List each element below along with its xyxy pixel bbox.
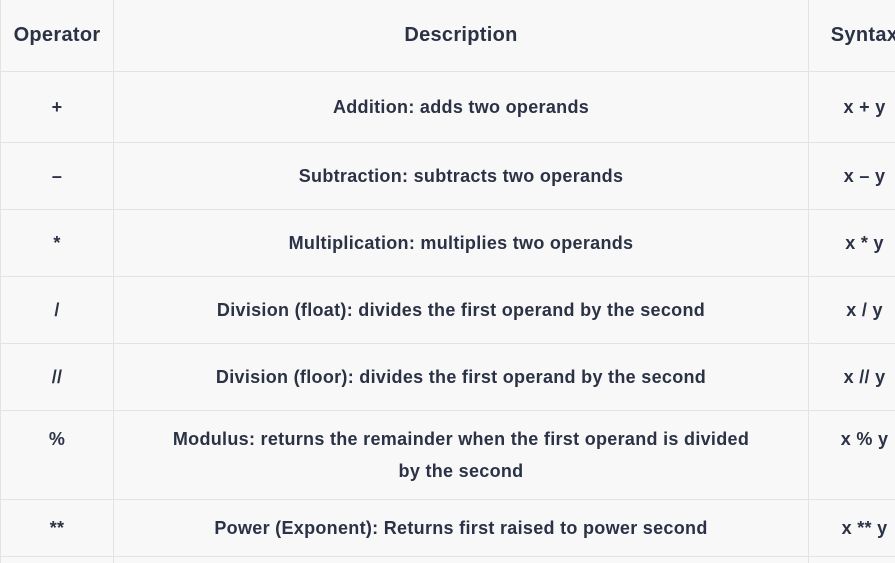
description-line: Power (Exponent): Returns first raised t… — [214, 517, 708, 538]
operator-cell: * — [0, 208, 114, 277]
table-row-modulus: % Modulus: returns the remainder when th… — [0, 409, 895, 500]
syntax-cell: x ** y — [808, 498, 895, 557]
description-cell: Division (floor): divides the first oper… — [113, 342, 809, 411]
table-header-row: Operator Description Syntax — [0, 0, 895, 72]
header-cell-syntax: Syntax — [808, 0, 895, 72]
syntax-cell: x + y — [808, 70, 895, 143]
operator-cell: // — [0, 342, 114, 411]
description-cell: Division (float): divides the first oper… — [113, 275, 809, 344]
table-row-subtraction: – Subtraction: subtracts two operands x … — [0, 141, 895, 210]
operator-cell: % — [0, 409, 114, 500]
syntax-cell: x * y — [808, 208, 895, 277]
header-cell-description: Description — [113, 0, 809, 72]
table-row-division-float: / Division (float): divides the first op… — [0, 275, 895, 344]
operator-cell: / — [0, 275, 114, 344]
header-cell-operator: Operator — [0, 0, 114, 72]
operator-cell: ** — [0, 498, 114, 557]
description-line: Addition: adds two operands — [332, 96, 590, 117]
table-row-multiplication: * Multiplication: multiplies two operand… — [0, 208, 895, 277]
description-line: Modulus: returns the remainder when the … — [172, 428, 750, 449]
syntax-cell: x % y — [808, 409, 895, 500]
description-cell: Addition: adds two operands — [113, 70, 809, 143]
table-row-power: ** Power (Exponent): Returns first raise… — [0, 498, 895, 557]
description-line: Division (float): divides the first oper… — [216, 299, 706, 320]
description-cell: Multiplication: multiplies two operands — [113, 208, 809, 277]
syntax-cell: x // y — [808, 342, 895, 411]
table-row-addition: + Addition: adds two operands x + y — [0, 70, 895, 143]
description-cell: Modulus: returns the remainder when the … — [113, 409, 809, 500]
syntax-cell: x – y — [808, 141, 895, 210]
operator-cell: + — [0, 70, 114, 143]
syntax-cell: x / y — [808, 275, 895, 344]
description-line: Subtraction: subtracts two operands — [298, 165, 624, 186]
description-line: Multiplication: multiplies two operands — [288, 232, 634, 253]
description-cell: Power (Exponent): Returns first raised t… — [113, 498, 809, 557]
description-cell: Subtraction: subtracts two operands — [113, 141, 809, 210]
operator-cell: – — [0, 141, 114, 210]
table-row-division-floor: // Division (floor): divides the first o… — [0, 342, 895, 411]
description-line: by the second — [398, 460, 524, 481]
description-line: Division (floor): divides the first oper… — [215, 366, 707, 387]
description-cell — [113, 555, 809, 563]
table-row-partial — [0, 555, 895, 563]
operator-cell — [0, 555, 114, 563]
syntax-cell — [808, 555, 895, 563]
